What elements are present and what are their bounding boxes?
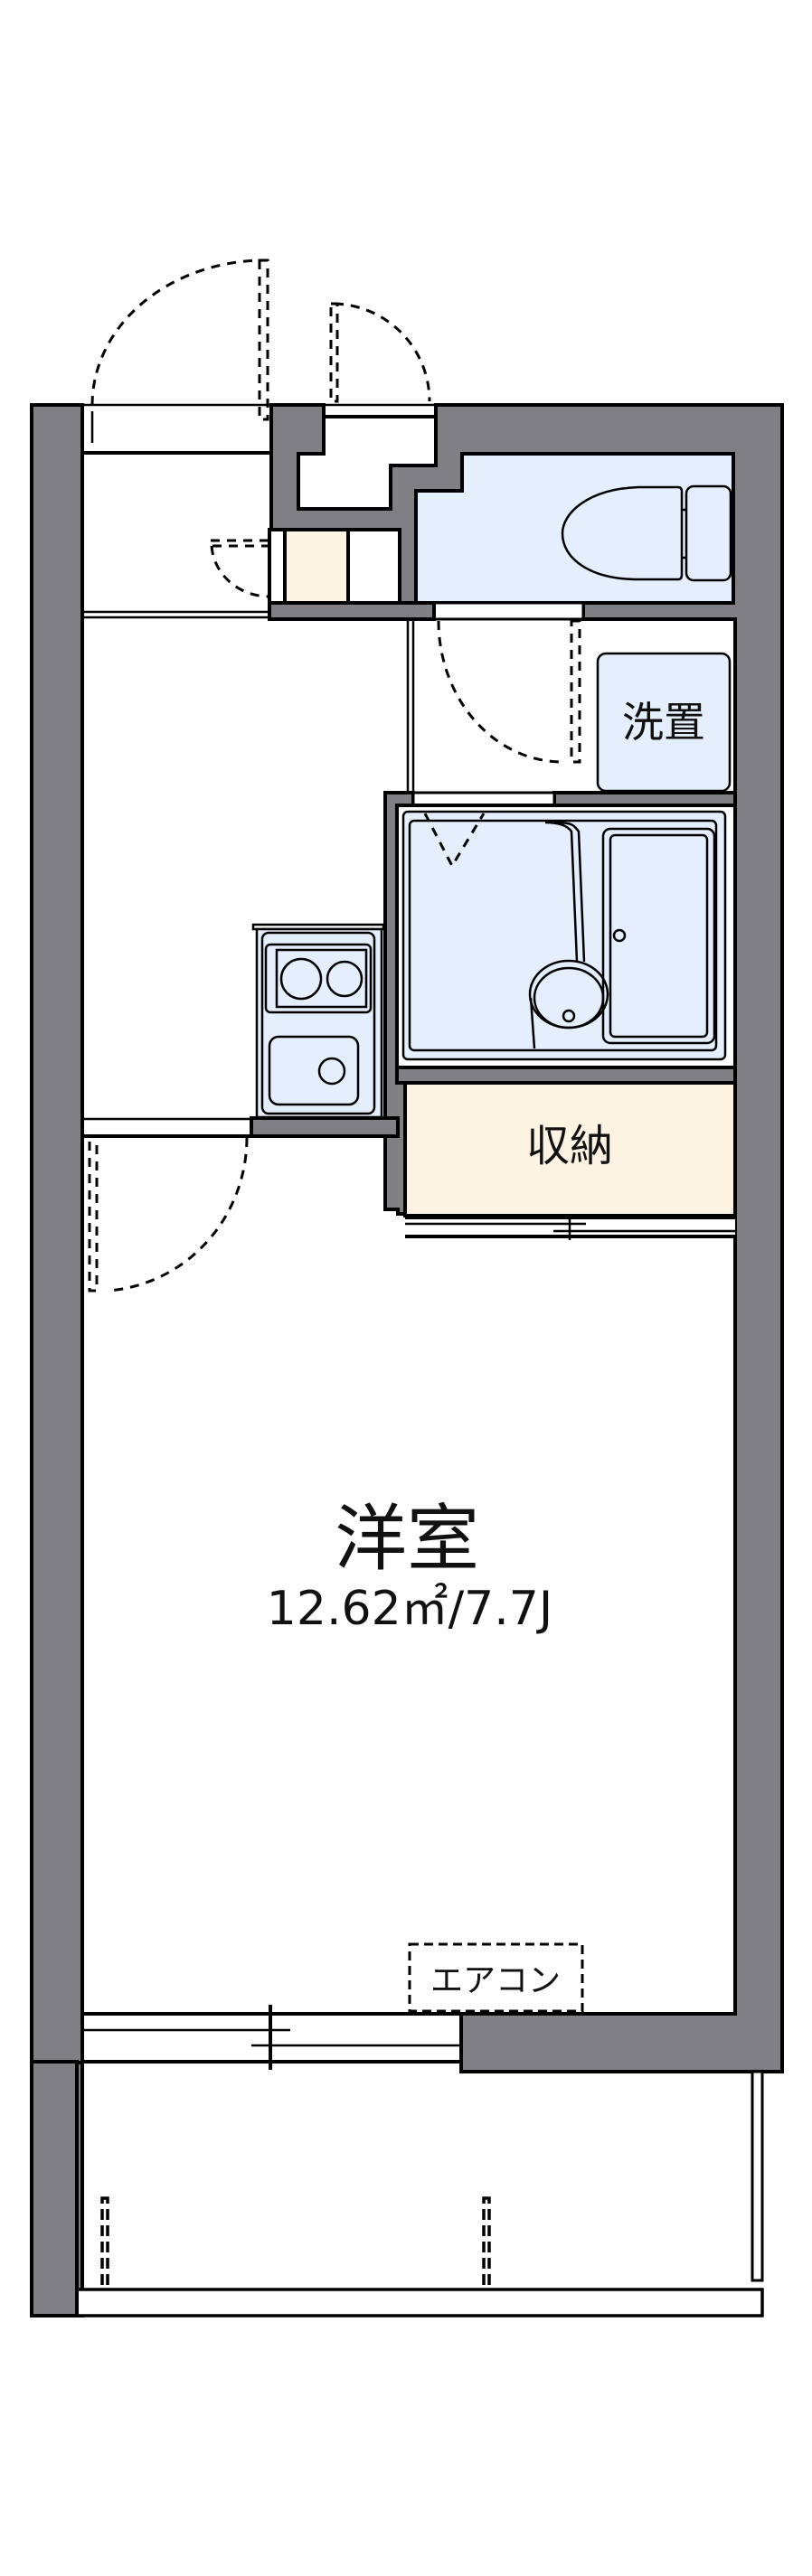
kitchen-counter (251, 923, 385, 1119)
room-door-icon (88, 1134, 249, 1293)
western-room-area: 12.62㎡/7.7J (267, 1582, 552, 1636)
washer-space: 洗置 (596, 652, 732, 793)
western-room-label: 洋室 (335, 1497, 479, 1581)
bathtub-icon (601, 827, 716, 1045)
aircon-icon: エアコン (408, 1942, 584, 2013)
bath-top-wall (552, 791, 737, 807)
entrance-door-icon (90, 259, 269, 421)
bathroom-unit (395, 804, 737, 1069)
meter-box-door-icon (329, 302, 431, 403)
shoe-cabinet-door-icon (209, 539, 269, 598)
shoe-cabinet (268, 528, 401, 605)
aircon-label: エアコン (430, 1962, 561, 1999)
bath-door-opening (411, 791, 556, 807)
pipe-shaft (297, 415, 438, 511)
storage-closet: 収納 (403, 1081, 737, 1240)
toilet-icon (561, 484, 732, 582)
balcony (75, 2070, 764, 2317)
bath-bottom-wall (395, 1066, 737, 1085)
washer-space-label: 洗置 (622, 698, 705, 747)
stove-icon (264, 943, 373, 1014)
kitchen-sink-icon (268, 1035, 360, 1106)
toilet-door-icon (437, 619, 581, 764)
sliding-window-icon[interactable] (77, 2005, 461, 2070)
shoe-cabinet-base-wall (268, 601, 436, 621)
storage-label: 収納 (526, 1121, 613, 1171)
kitchen-base-wall (250, 1116, 400, 1138)
toilet-door-opening (432, 601, 585, 621)
